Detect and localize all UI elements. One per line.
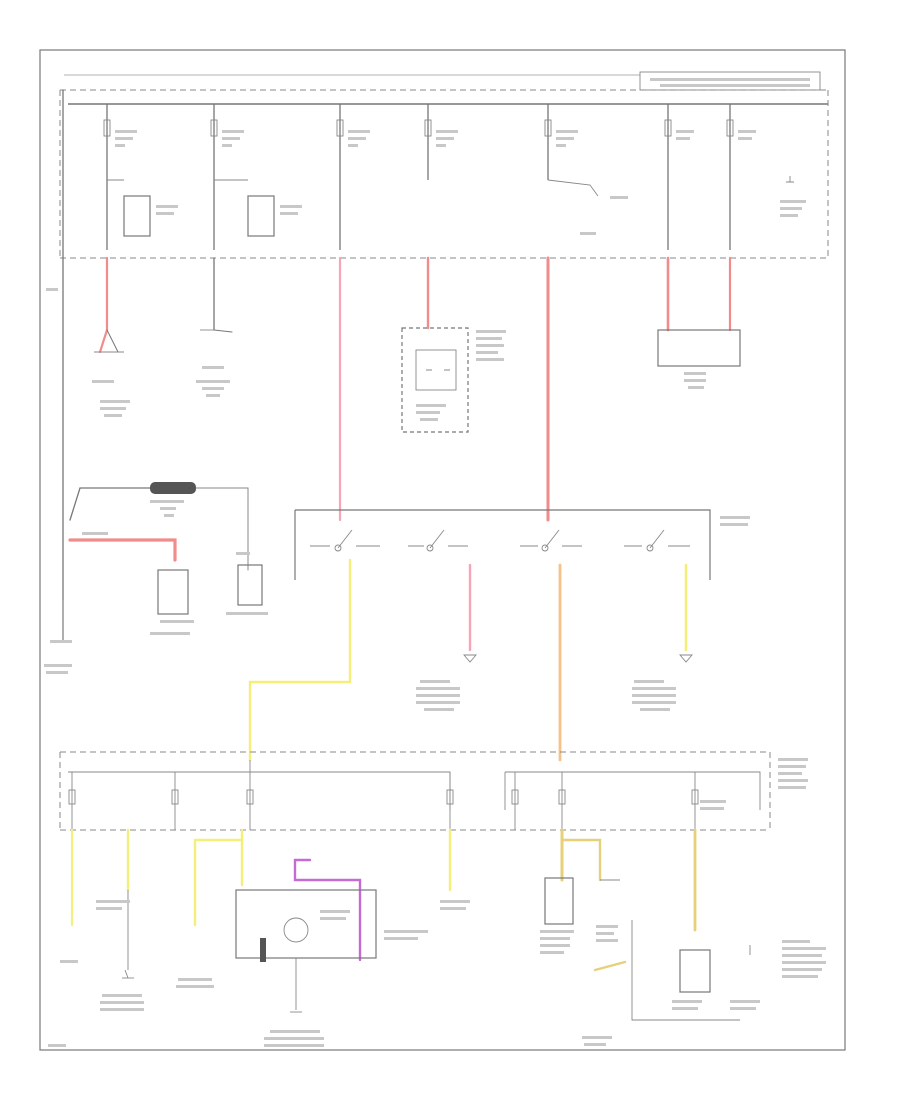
ground-icon bbox=[786, 176, 794, 183]
fuse-icon bbox=[68, 772, 76, 830]
relay-module bbox=[401, 327, 469, 433]
wires-top bbox=[98, 256, 732, 522]
switch-icon bbox=[408, 529, 468, 552]
ground-icon bbox=[679, 654, 693, 663]
switch-icon bbox=[310, 529, 380, 552]
fuse-icon bbox=[171, 772, 179, 830]
wires-bottom bbox=[70, 828, 697, 970]
instrument-panel-fuse-block bbox=[59, 751, 771, 831]
battery-icon bbox=[62, 538, 263, 640]
abs-module bbox=[657, 329, 741, 367]
wires-ignition bbox=[248, 558, 693, 762]
ignition-switch bbox=[294, 509, 711, 580]
underhood-fuses bbox=[103, 78, 810, 250]
switch-icon bbox=[520, 529, 582, 552]
fuse-icon bbox=[210, 104, 218, 250]
fusible-link-icon bbox=[69, 482, 249, 571]
fuse-icon bbox=[446, 772, 454, 830]
diagram-frame bbox=[39, 49, 846, 1051]
switch-icon bbox=[624, 529, 690, 552]
fuse-icon bbox=[246, 760, 254, 830]
bottom-components bbox=[122, 877, 751, 1021]
fuse-icon bbox=[726, 104, 734, 250]
underhood-fuse-block bbox=[59, 71, 829, 259]
fuse-icon bbox=[558, 772, 566, 830]
fuse-icon bbox=[424, 104, 432, 180]
fuse-icon bbox=[511, 772, 519, 830]
fuse-icon bbox=[691, 772, 699, 830]
switch-icon bbox=[547, 179, 599, 197]
relay-icon bbox=[107, 179, 151, 237]
fuse-icon bbox=[336, 104, 344, 250]
fuse-icon bbox=[544, 104, 552, 180]
ground-icon bbox=[463, 654, 477, 663]
relay-icon bbox=[214, 179, 275, 237]
illegible-labels bbox=[44, 330, 826, 1047]
fuse-icon bbox=[664, 104, 672, 250]
fuse-icon bbox=[103, 104, 111, 250]
